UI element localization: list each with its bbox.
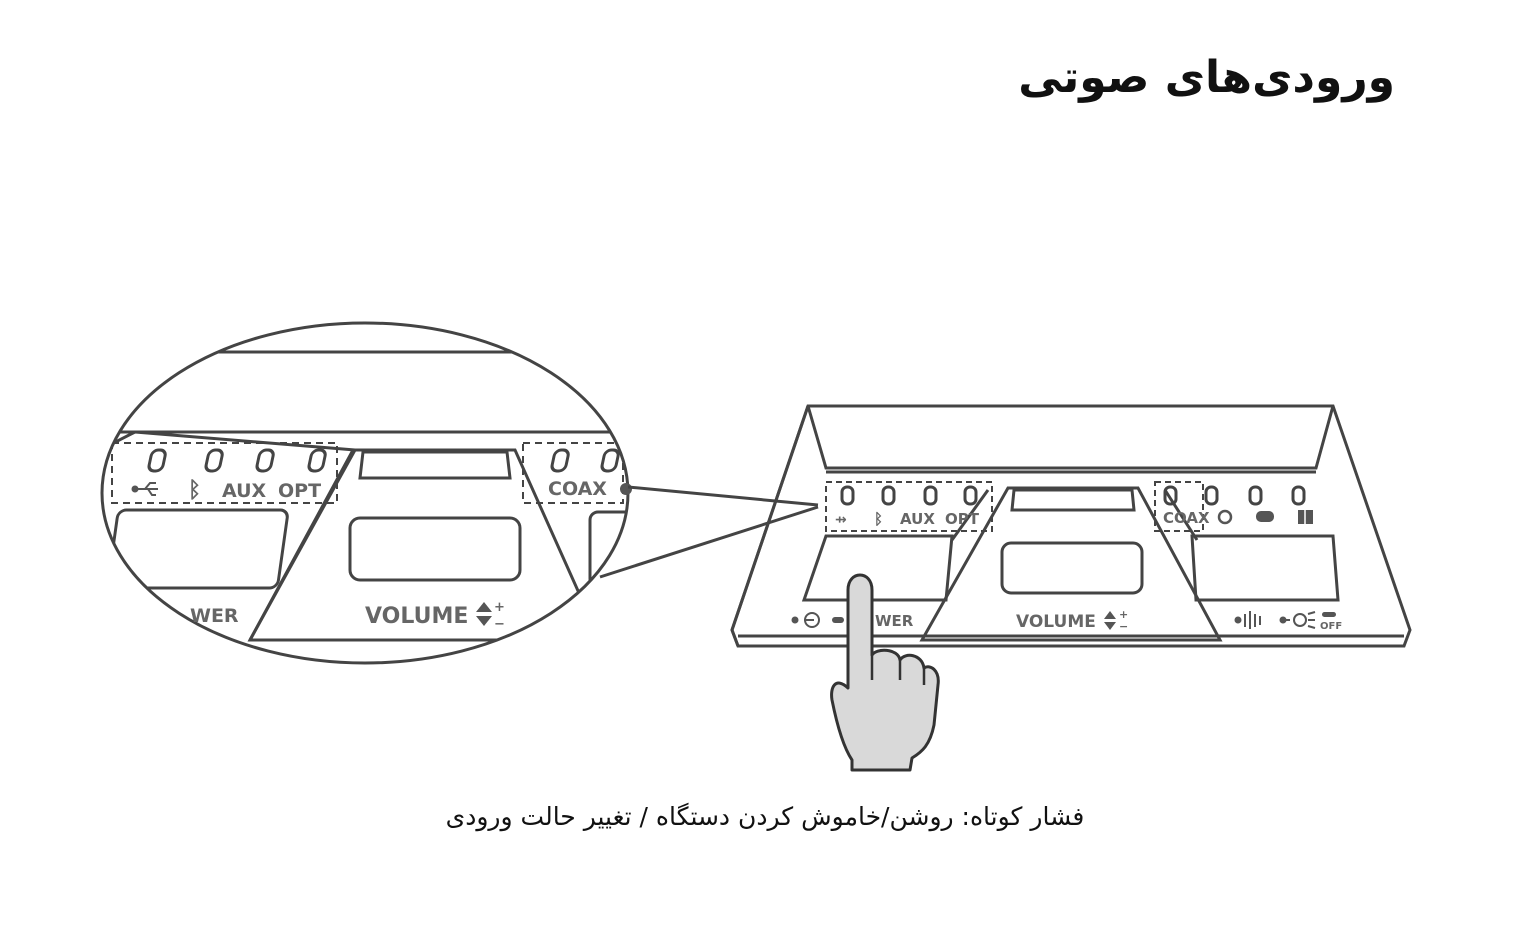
light-icon — [1279, 611, 1316, 629]
bluetooth-icon: ᛒ — [874, 510, 883, 528]
soundbar-device — [730, 404, 1412, 648]
movie-icon — [1298, 510, 1313, 524]
page-title: ورودی‌های صوتی — [1018, 52, 1395, 103]
device-label-aux: AUX — [900, 510, 935, 528]
input-label-aux: AUX — [222, 480, 267, 502]
svg-text:−: − — [1119, 620, 1128, 633]
voice-icon — [1217, 509, 1233, 525]
input-label-coax: COAX — [548, 478, 607, 500]
caption: فشار کوتاه: روشن/خاموش کردن دستگاه / تغی… — [445, 802, 1085, 831]
volume-label: VOLUME — [365, 604, 468, 629]
off-label: OFF — [1320, 621, 1342, 632]
device-volume-updown-icon: + − — [1104, 608, 1128, 633]
zoom-connector — [599, 485, 819, 579]
svg-text:+: + — [494, 600, 505, 615]
voice-icon — [620, 483, 632, 495]
power-label: WER — [190, 605, 239, 627]
svg-text:−: − — [494, 617, 505, 632]
magnified-lens: ᛒ AUX OPT COAX VOLUME + − WER — [100, 321, 632, 665]
usb-icon: ⇸ — [835, 512, 847, 528]
power-input-icon — [791, 612, 820, 628]
equalizer-icon — [1234, 611, 1261, 629]
game-icon — [1256, 511, 1274, 522]
device-label-opt: OPT — [945, 510, 980, 528]
device-label-coax: COAX — [1163, 509, 1210, 527]
svg-text:+: + — [1119, 608, 1128, 621]
usb-icon — [131, 482, 158, 496]
volume-updown-icon: + − — [476, 600, 505, 632]
off-indicator — [1322, 612, 1336, 617]
device-power-label: WER — [875, 612, 914, 630]
bluetooth-icon: ᛒ — [188, 478, 201, 503]
tap-finger-icon — [830, 573, 940, 772]
device-volume-label: VOLUME — [1016, 612, 1096, 632]
input-label-opt: OPT — [278, 480, 321, 502]
hold-indicator — [832, 617, 844, 623]
